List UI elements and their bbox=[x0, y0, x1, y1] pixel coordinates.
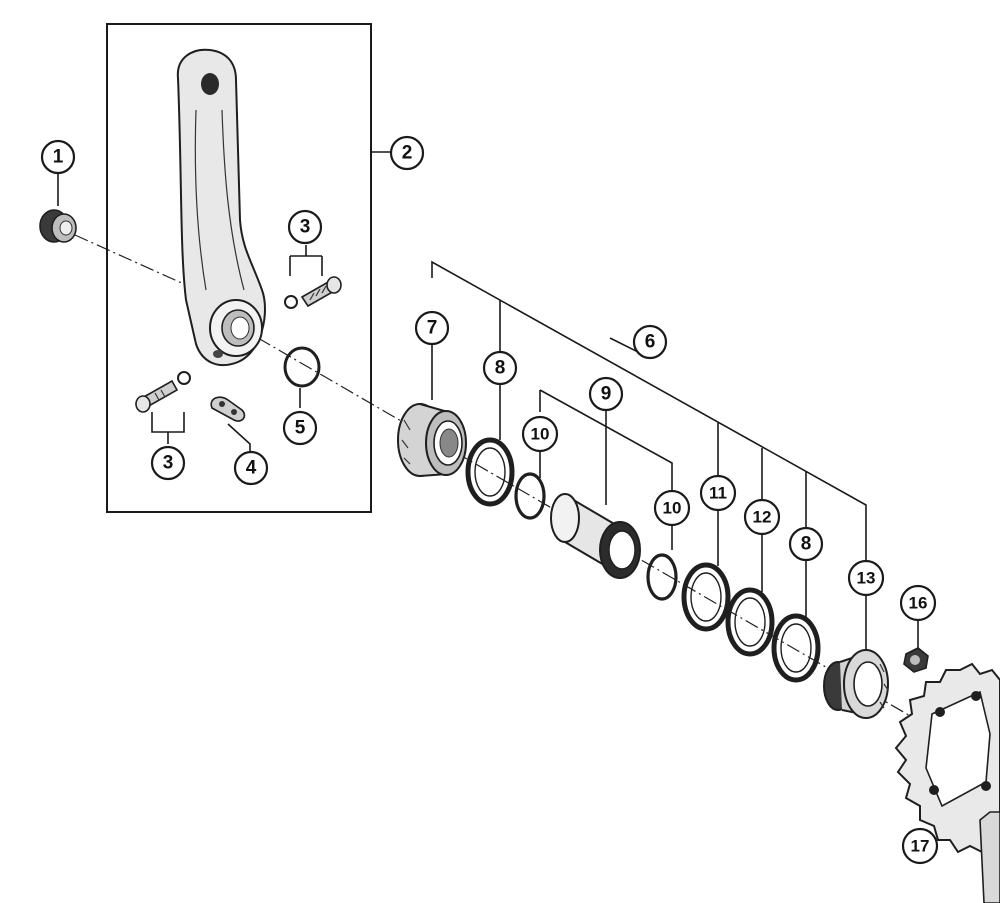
crank-arm-icon bbox=[176, 48, 266, 367]
callout-5: 5 bbox=[282, 410, 318, 446]
o-ring-icon bbox=[283, 346, 321, 388]
callout-8b: 8 bbox=[788, 526, 824, 562]
chainring-icon bbox=[894, 662, 1000, 903]
pinch-bolt-icon bbox=[135, 371, 191, 413]
safety-plate-icon bbox=[210, 396, 246, 422]
chainring-bolt-icon bbox=[903, 647, 929, 673]
seal-ring-icon bbox=[514, 472, 546, 520]
callout-label-3a: 3 bbox=[300, 217, 311, 238]
callout-7: 7 bbox=[414, 310, 450, 346]
spacer-ring-icon bbox=[771, 613, 821, 683]
callout-label-13: 13 bbox=[857, 569, 876, 588]
callout-4: 4 bbox=[233, 450, 269, 486]
callout-6: 6 bbox=[632, 324, 668, 360]
callout-label-11: 11 bbox=[709, 484, 727, 503]
callout-label-8b: 8 bbox=[801, 534, 812, 555]
bb-cup-icon bbox=[823, 649, 889, 719]
callout-13: 13 bbox=[847, 559, 885, 597]
callout-10a: 10 bbox=[521, 415, 559, 453]
leader-6-group bbox=[431, 260, 867, 575]
callout-label-7: 7 bbox=[427, 318, 438, 339]
callout-label-8a: 8 bbox=[495, 358, 506, 379]
callout-label-10b: 10 bbox=[663, 499, 682, 518]
callout-label-2: 2 bbox=[402, 143, 413, 164]
callout-1: 1 bbox=[40, 139, 76, 175]
callout-label-10a: 10 bbox=[531, 425, 550, 444]
crank-arm-group-box bbox=[106, 23, 372, 513]
callout-8a: 8 bbox=[482, 350, 518, 386]
leader-3a bbox=[289, 245, 323, 276]
callout-label-5: 5 bbox=[295, 418, 306, 439]
callout-10b: 10 bbox=[653, 489, 691, 527]
callout-label-1: 1 bbox=[53, 147, 64, 168]
bb-sleeve-icon bbox=[550, 493, 641, 579]
callout-label-6: 6 bbox=[645, 332, 656, 353]
callout-label-4: 4 bbox=[246, 458, 257, 479]
callout-17: 17 bbox=[901, 827, 939, 865]
callout-2: 2 bbox=[389, 135, 425, 171]
callout-3a: 3 bbox=[287, 209, 323, 245]
spacer-ring-icon bbox=[465, 437, 515, 507]
crank-cap-icon bbox=[39, 209, 77, 243]
spacer-ring-icon bbox=[725, 587, 775, 657]
leader-3b bbox=[151, 412, 185, 444]
callout-label-12: 12 bbox=[753, 508, 772, 527]
callout-label-16: 16 bbox=[909, 594, 928, 613]
callout-16: 16 bbox=[899, 584, 937, 622]
callout-label-9: 9 bbox=[601, 384, 612, 405]
leader-10 bbox=[539, 389, 673, 492]
callout-9: 9 bbox=[588, 376, 624, 412]
spacer-ring-icon bbox=[681, 562, 731, 632]
leader-4 bbox=[227, 423, 251, 452]
callout-12: 12 bbox=[743, 498, 781, 536]
bb-cup-icon bbox=[397, 403, 467, 477]
callout-3b: 3 bbox=[150, 445, 186, 481]
callout-11: 11 bbox=[699, 474, 737, 512]
pinch-bolt-icon bbox=[284, 276, 342, 309]
callout-label-17: 17 bbox=[911, 837, 930, 856]
callout-label-3b: 3 bbox=[163, 453, 174, 474]
seal-ring-icon bbox=[646, 553, 678, 601]
